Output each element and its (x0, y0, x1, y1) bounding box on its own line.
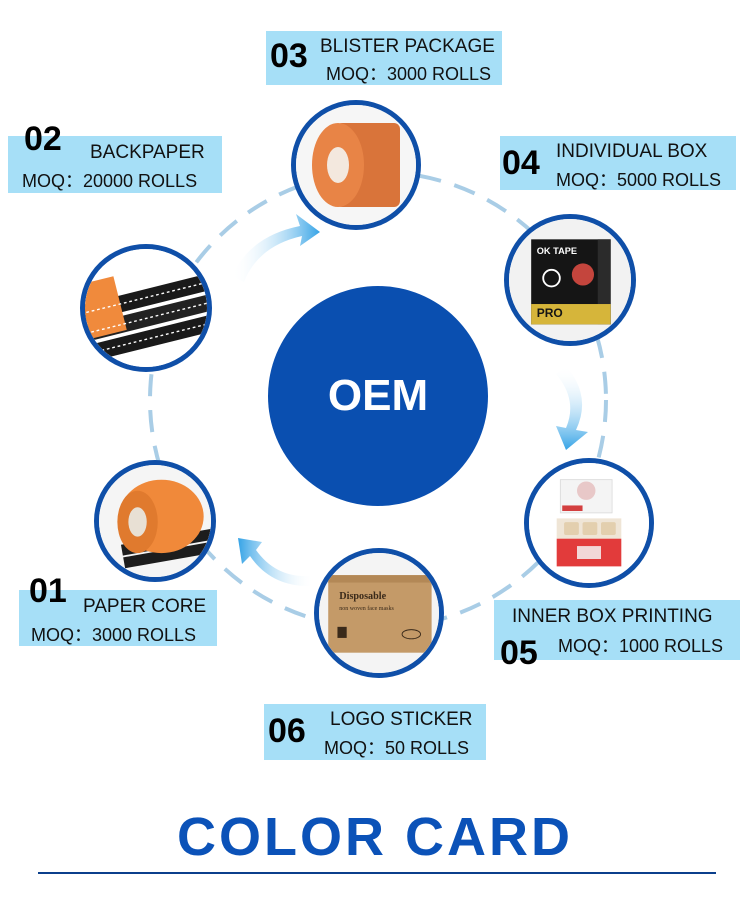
photo-paper-core (94, 460, 216, 582)
oem-label: OEM (327, 371, 429, 420)
photo-logo-sticker: Disposable non woven face masks (314, 548, 444, 678)
oem-center-circle: OEM (268, 286, 488, 506)
step-title-04: INDIVIDUAL BOX (556, 141, 708, 162)
step-moq-05: MOQ：1000 ROLLS (558, 636, 724, 656)
carton-text-line1: Disposable (339, 591, 386, 602)
ok-tape-brand-text: OK TAPE (537, 246, 577, 256)
individual-box-image: OK TAPE PRO (509, 219, 631, 341)
step-number-03: 03 (270, 37, 308, 75)
inner-box-image (529, 463, 649, 583)
carton-box-image: Disposable non woven face masks (319, 553, 439, 673)
step-moq-01: MOQ：3000 ROLLS (31, 625, 197, 645)
footer-divider (38, 872, 716, 874)
step-moq-06: MOQ：50 ROLLS (324, 738, 470, 758)
photo-blister-package (291, 100, 421, 230)
step-title-02: BACKPAPER (90, 142, 205, 163)
label-inner-box-printing: INNER BOX PRINTING 05 MOQ：1000 ROLLS (494, 600, 740, 670)
label-paper-core: 01 PAPER CORE MOQ：3000 ROLLS (19, 574, 217, 646)
paper-core-roll-image (99, 465, 211, 577)
color-card-title: COLOR CARD (177, 807, 573, 867)
carton-text-line2: non woven face masks (339, 605, 394, 612)
arrow-icon-06-to-01 (238, 538, 314, 587)
step-number-01: 01 (29, 572, 67, 610)
photo-backpaper (80, 244, 212, 372)
step-moq-03: MOQ：3000 ROLLS (326, 64, 492, 84)
dashed-ring (148, 170, 608, 630)
step-number-04: 04 (502, 144, 540, 182)
step-title-03: BLISTER PACKAGE (320, 36, 495, 57)
ok-tape-pro-text: PRO (537, 306, 563, 320)
photo-individual-box: OK TAPE PRO (504, 214, 636, 346)
step-moq-04: MOQ：5000 ROLLS (556, 170, 722, 190)
label-backpaper: 02 BACKPAPER MOQ：20000 ROLLS (8, 122, 222, 193)
label-individual-box: 04 INDIVIDUAL BOX MOQ：5000 ROLLS (500, 136, 736, 190)
step-number-06: 06 (268, 712, 306, 750)
step-number-02: 02 (24, 120, 62, 158)
arrow-icon-04-to-05 (556, 366, 588, 450)
label-logo-sticker: 06 LOGO STICKER MOQ：50 ROLLS (264, 704, 486, 760)
tape-roll-image (296, 105, 416, 225)
step-title-06: LOGO STICKER (330, 709, 473, 730)
step-title-01: PAPER CORE (83, 596, 207, 617)
step-number-05: 05 (500, 634, 538, 672)
arrow-icon-02-to-03 (232, 214, 320, 282)
step-moq-02: MOQ：20000 ROLLS (22, 171, 198, 191)
step-title-05: INNER BOX PRINTING (512, 606, 713, 627)
backpaper-strip-image (85, 249, 207, 367)
label-blister-package: 03 BLISTER PACKAGE MOQ：3000 ROLLS (266, 31, 502, 85)
photo-inner-box-printing (524, 458, 654, 588)
